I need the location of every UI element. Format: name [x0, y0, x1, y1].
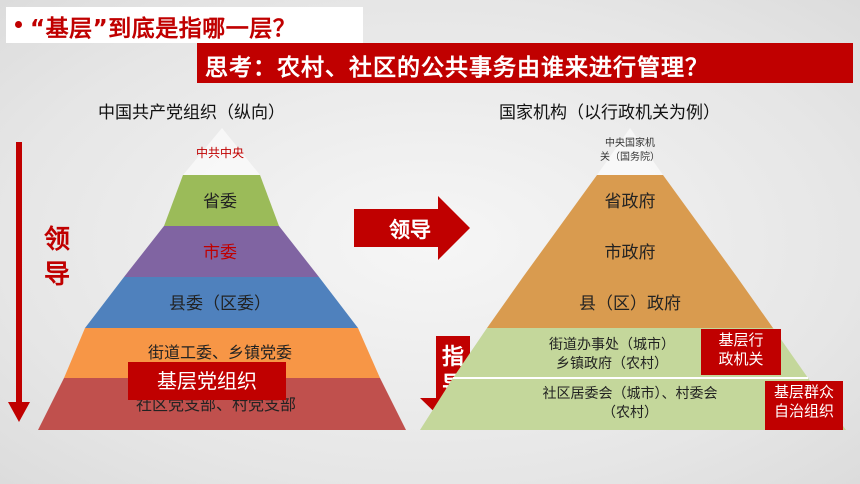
grassroots-admin-tag: 基层行 政机关 — [701, 329, 781, 375]
state-level-2 — [560, 175, 700, 226]
party-level-5-label: 街道工委、乡镇党委 — [148, 343, 292, 362]
party-level-3 — [124, 226, 319, 277]
think-title: 思考：农村、社区的公共事务由谁来进行管理？ — [205, 55, 709, 81]
state-level-4-label: 县（区）政府 — [579, 294, 681, 314]
state-level-5-label-line1: 街道办事处（城市） — [549, 336, 675, 353]
think-banner — [197, 43, 853, 83]
lead-arrow-label: 领导 — [389, 218, 431, 242]
party-level-1 — [183, 128, 260, 175]
lead-arrow — [354, 196, 470, 260]
grassroots-self-gov-tag-line2: 自治组织 — [773, 402, 834, 420]
state-level-5-label-line2: 乡镇政府（农村） — [556, 356, 668, 372]
party-level-2-label: 省委 — [203, 192, 237, 212]
bullet-dot — [15, 21, 22, 28]
question-title: “基层”到底是指哪一层？ — [30, 16, 297, 42]
state-level-3-label: 市政府 — [605, 243, 656, 263]
state-level-1-label-line1: 中央国家机 — [605, 136, 655, 149]
guide-label-top: 指 — [442, 345, 464, 370]
party-level-4 — [85, 277, 358, 328]
question-banner — [6, 7, 363, 43]
party-level-1-label: 中共中央 — [196, 145, 244, 160]
state-level-6-label-line1: 社区居委会（城市）、村委会 — [543, 385, 718, 402]
grassroots-self-gov-tag: 基层群众 自治组织 — [765, 381, 843, 430]
grassroots-admin-tag-line1: 基层行 — [718, 331, 764, 349]
state-level-1-label-line2: 关（国务院） — [600, 150, 660, 163]
state-level-6-label-line2: （农村） — [602, 405, 658, 421]
party-org-header: 中国共产党组织（纵向） — [98, 103, 285, 123]
state-level-1 — [597, 128, 663, 175]
grassroots-party-tag: 基层党组织 — [128, 362, 286, 400]
state-org-header: 国家机构（以行政机关为例） — [499, 103, 720, 123]
party-level-4-label: 县委（区委） — [169, 294, 271, 314]
state-level-3 — [523, 226, 737, 277]
state-level-2-label: 省政府 — [605, 192, 656, 212]
state-level-6 — [420, 378, 846, 430]
vertical-arrow-shaft — [16, 142, 22, 404]
lead-label-bottom: 导 — [44, 260, 70, 290]
lead-label-top: 领 — [44, 224, 70, 255]
party-level-3-label: 市委 — [203, 243, 237, 263]
party-level-2 — [164, 175, 279, 226]
grassroots-admin-tag-line2: 政机关 — [718, 350, 764, 368]
grassroots-self-gov-tag-line1: 基层群众 — [773, 383, 834, 401]
vertical-arrow-head — [8, 402, 30, 422]
state-level-4 — [487, 277, 773, 328]
